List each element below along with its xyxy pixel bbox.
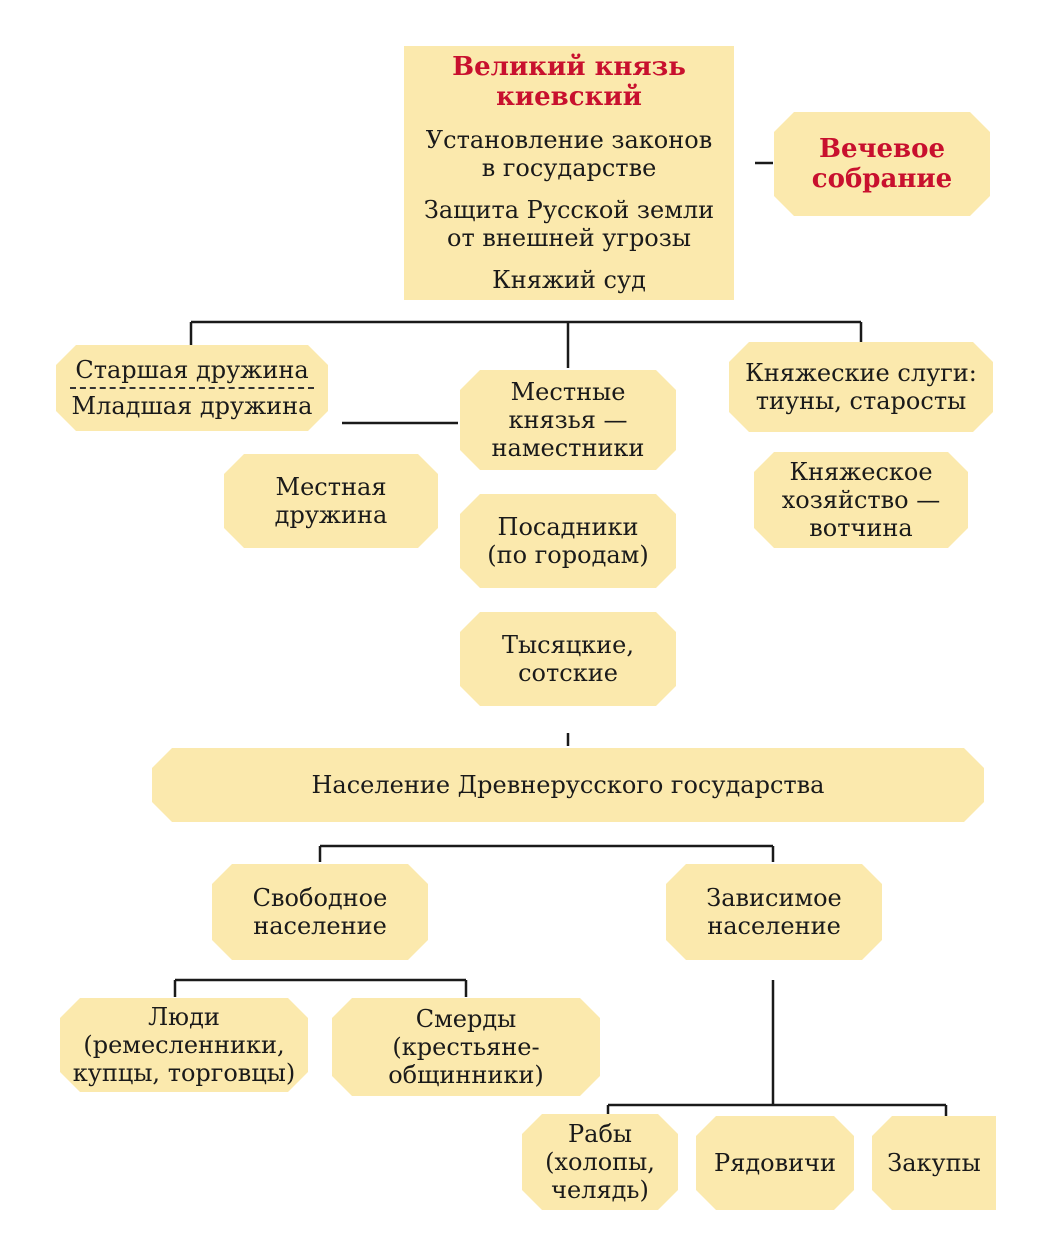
tysyatskie-line-1: Тысяцкие, [502, 631, 634, 659]
posadniki-box: Посадники (по городам) [460, 494, 676, 588]
tysyatskie-line-2: сотские [518, 659, 618, 687]
local-princes-line-2: князья — [508, 406, 628, 434]
free-population-box: Свободное население [212, 864, 428, 960]
druzhina-box: Старшая дружина Младшая дружина [56, 345, 328, 431]
senior-druzhina: Старшая дружина [75, 356, 309, 384]
veche-line-2: собрание [811, 164, 953, 194]
grand-prince-box: Великий князь киевский Установление зако… [404, 46, 734, 300]
servants-box: Княжеские слуги: тиуны, старосты [729, 342, 993, 432]
slaves-line-2: (холопы, [545, 1148, 655, 1176]
population-title: Население Древнерусского государства [311, 771, 825, 799]
votchina-line-2: хозяйство — [781, 486, 941, 514]
druzhina-divider [70, 387, 315, 389]
votchina-box: Княжеское хозяйство — вотчина [754, 452, 968, 548]
smerdy-line-3: общинники) [388, 1061, 544, 1089]
ryadovichi-label: Рядовичи [714, 1149, 836, 1177]
grand-prince-title-line-2: киевский [496, 82, 642, 112]
local-princes-line-1: Местные [510, 378, 626, 406]
function-laws-line-1: Установление законов [425, 126, 713, 154]
dependent-population-line-1: Зависимое [706, 884, 842, 912]
function-laws-line-2: в государстве [481, 154, 657, 182]
dependent-population-line-2: население [707, 912, 841, 940]
people-line-2: (ремесленники, [83, 1031, 285, 1059]
votchina-line-3: вотчина [809, 514, 913, 542]
free-population-line-2: население [253, 912, 387, 940]
veche-line-1: Вечевое [818, 134, 946, 164]
population-box: Население Древнерусского государства [152, 748, 984, 822]
votchina-line-1: Княжеское [789, 458, 933, 486]
local-princes-line-3: наместники [491, 434, 645, 462]
people-box: Люди (ремесленники, купцы, торговцы) [60, 998, 308, 1092]
posadniki-line-2: (по городам) [487, 541, 649, 569]
zakupy-label: Закупы [887, 1149, 981, 1177]
slaves-line-1: Рабы [567, 1120, 632, 1148]
dependent-population-box: Зависимое население [666, 864, 882, 960]
people-line-1: Люди [148, 1003, 220, 1031]
function-defense-line-1: Защита Русской земли [423, 196, 715, 224]
posadniki-line-1: Посадники [497, 513, 639, 541]
local-druzhina-box: Местная дружина [224, 454, 438, 548]
junior-druzhina: Младшая дружина [71, 392, 313, 420]
local-princes-box: Местные князья — наместники [460, 370, 676, 470]
local-druzhina-line-1: Местная [275, 473, 387, 501]
servants-line-2: тиуны, старосты [755, 387, 967, 415]
function-defense-line-2: от внешней угрозы [447, 224, 691, 252]
people-line-3: купцы, торговцы) [72, 1059, 296, 1087]
free-population-line-1: Свободное [252, 884, 388, 912]
tysyatskie-box: Тысяцкие, сотские [460, 612, 676, 706]
ryadovichi-box: Рядовичи [696, 1116, 854, 1210]
local-druzhina-line-2: дружина [274, 501, 388, 529]
slaves-line-3: челядь) [551, 1176, 649, 1204]
veche-box: Вечевое собрание [774, 112, 990, 216]
smerdy-line-2: (крестьяне- [392, 1033, 540, 1061]
smerdy-line-1: Смерды [415, 1005, 517, 1033]
slaves-box: Рабы (холопы, челядь) [522, 1114, 678, 1210]
function-court: Княжий суд [492, 266, 646, 294]
grand-prince-title-line-1: Великий князь [452, 52, 686, 82]
zakupy-box: Закупы [872, 1116, 996, 1210]
servants-line-1: Княжеские слуги: [745, 359, 977, 387]
smerdy-box: Смерды (крестьяне- общинники) [332, 998, 600, 1096]
